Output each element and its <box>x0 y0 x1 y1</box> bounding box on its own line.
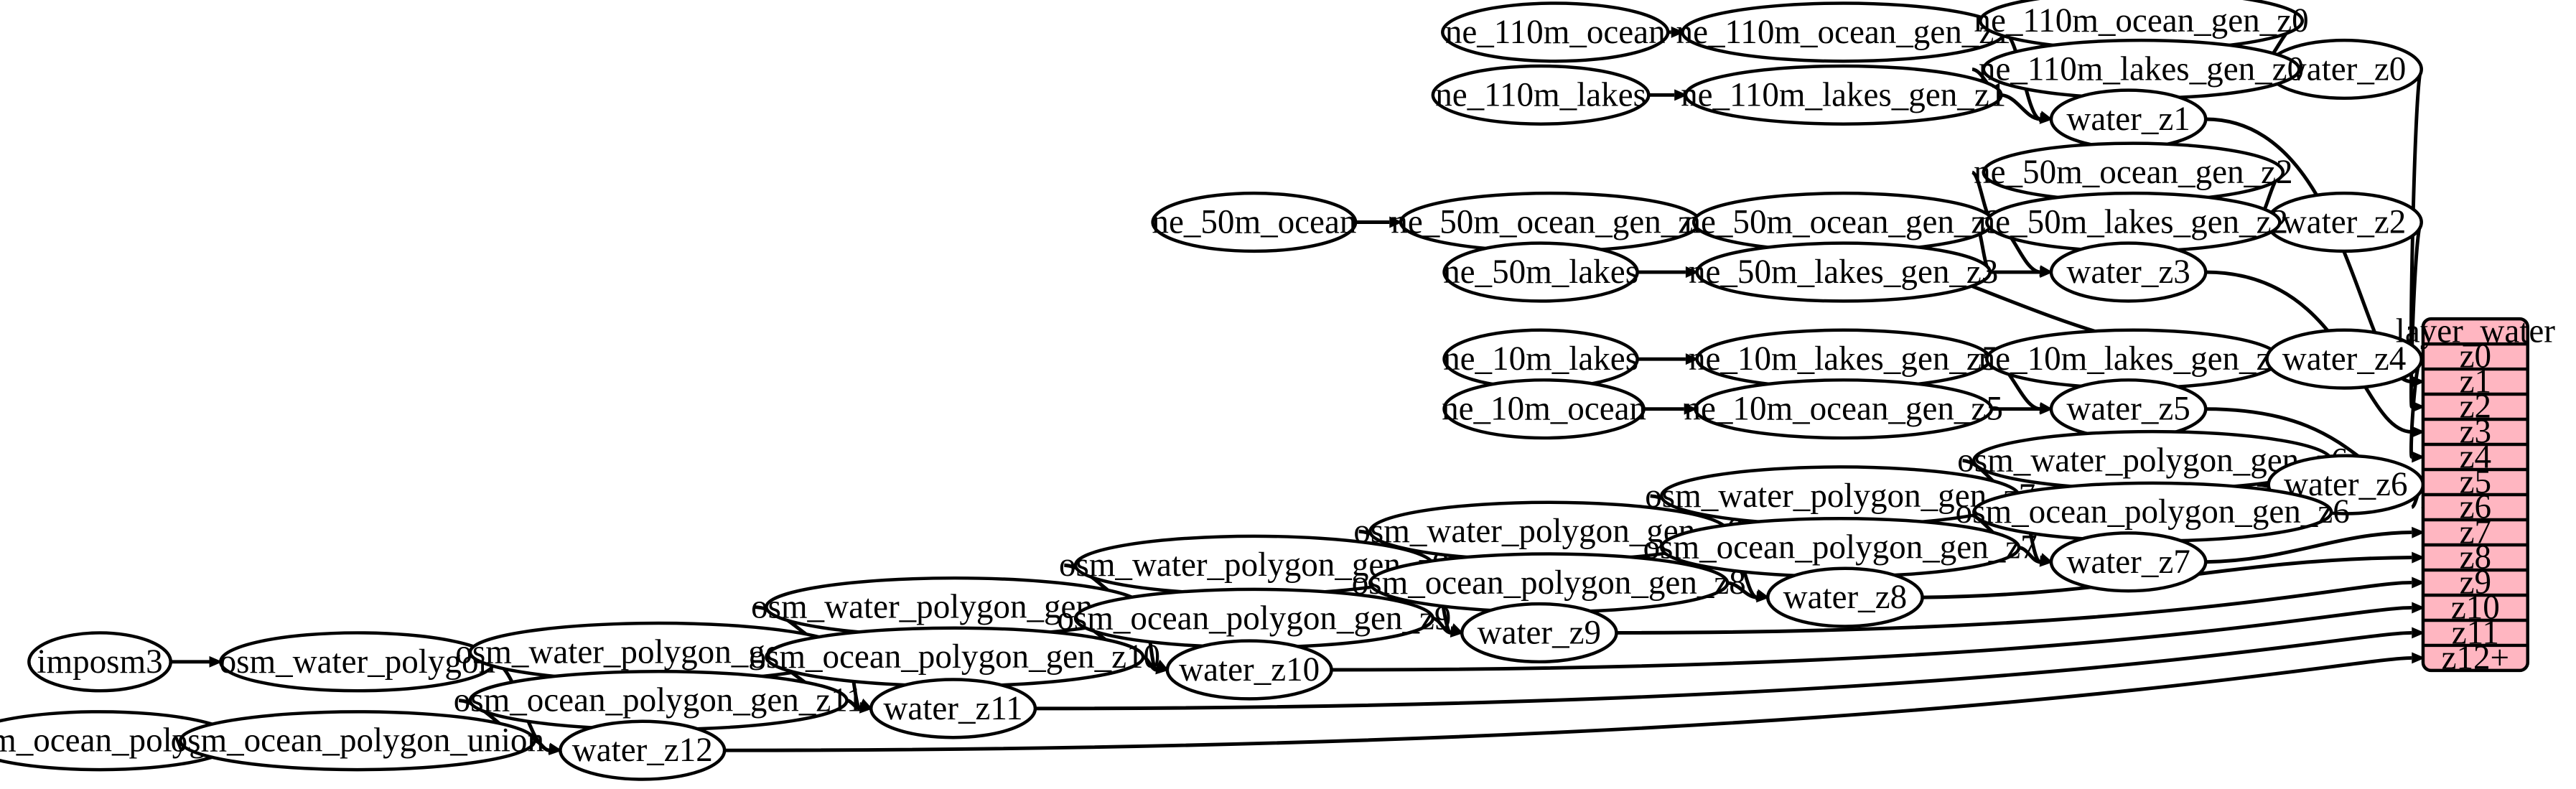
node-shape-osm_water_polygon <box>218 631 496 693</box>
arrow-icon-layer_water-z4 <box>2412 451 2425 463</box>
node-shape-ne_10m_ocean_gen_z5 <box>1694 378 1994 440</box>
node-shape-ne_110m_ocean_gen_z1 <box>1681 1 2007 63</box>
edge-water_z12-to-layer_water-z12 <box>724 655 2412 752</box>
node-shape-water_z5 <box>2049 378 2208 440</box>
arrow-icon-osm_water_polygon <box>209 655 223 668</box>
node-shape-water_z2 <box>2265 191 2423 253</box>
graph-node-osm_water_polygon[interactable]: osm_water_polygon <box>218 631 496 693</box>
arrow-icon-water_z11 <box>859 701 874 714</box>
node-shape-water_z9 <box>1460 602 1618 664</box>
graph-node-imposm3[interactable]: imposm3 <box>27 631 172 693</box>
node-shape-water_z3 <box>2049 241 2208 303</box>
arrow-icon-ne_10m_lakes_gen_z5 <box>1685 353 1699 365</box>
arrow-icon-layer_water-z10 <box>2412 602 2425 614</box>
edge-osm_ocean_polygon_union-to-water_z12 <box>533 739 550 752</box>
graph-node-ne_10m_ocean_gen_z5[interactable]: ne_10m_ocean_gen_z5 <box>1684 378 2003 440</box>
arrow-icon-ne_50m_lakes_gen_z3 <box>1685 266 1699 279</box>
node-shape-ne_110m_lakes_gen_z1 <box>1684 64 2003 126</box>
node-shape-ne_110m_ocean <box>1441 1 1670 63</box>
graph-node-water_z8[interactable]: water_z8 <box>1766 566 1924 628</box>
graph-node-ne_50m_ocean[interactable]: ne_50m_ocean <box>1151 191 1358 253</box>
node-shape-osm_ocean_polygon_gen_z6 <box>1972 481 2333 543</box>
node-shape-water_z4 <box>2265 328 2423 390</box>
graph-node-osm_ocean_polygon_gen_z10[interactable]: osm_ocean_polygon_gen_z10 <box>749 626 1160 688</box>
arrow-icon-layer_water-z12 <box>2412 652 2425 664</box>
graph-node-water_z12[interactable]: water_z12 <box>559 719 727 781</box>
graph-node-water_z10[interactable]: water_z10 <box>1165 639 1333 701</box>
edge-osm_ocean_polygon_gen_z9-to-water_z9 <box>1432 616 1452 635</box>
node-shape-ne_10m_ocean <box>1442 378 1646 440</box>
node-shape-osm_ocean_polygon_gen_z9 <box>1073 587 1435 649</box>
node-shape-osm_water_polygon_gen_z7 <box>1660 465 2021 527</box>
node-shape-ne_50m_ocean <box>1151 191 1358 253</box>
graph-node-water_z2[interactable]: water_z2 <box>2265 191 2423 253</box>
arrow-icon-water_z1 <box>2039 112 2053 124</box>
arrow-icon-water_z3 <box>2040 266 2053 279</box>
graph-node-water_z5[interactable]: water_z5 <box>2049 378 2208 440</box>
graph-node-ne_110m_lakes_gen_z1[interactable]: ne_110m_lakes_gen_z1 <box>1681 64 2006 126</box>
node-shape-water_z1 <box>2049 88 2208 150</box>
arrow-icon-layer_water-z7 <box>2412 526 2425 538</box>
node-shape-ne_110m_lakes <box>1431 64 1651 126</box>
edge-water_z10-to-layer_water-z10 <box>1331 605 2412 672</box>
node-shape-ne_50m_lakes_gen_z3 <box>1695 241 1992 303</box>
graph-node-osm_ocean_polygon_union[interactable]: osm_ocean_polygon_union <box>171 710 544 772</box>
arrow-icon-ne_110m_lakes_gen_z1 <box>1674 89 1688 101</box>
graph-node-ne_50m_lakes[interactable]: ne_50m_lakes <box>1442 241 1639 303</box>
edge-osm_ocean_polygon_gen_z7-to-water_z7 <box>2018 546 2040 564</box>
node-shape-imposm3 <box>27 631 172 693</box>
arrow-icon-layer_water-z11 <box>2412 627 2425 639</box>
arrow-icon-ne_110m_ocean_gen_z1 <box>1671 26 1685 38</box>
node-shape-water_z11 <box>869 678 1037 739</box>
edge-water_z7-to-layer_water-z7 <box>2206 531 2412 564</box>
node-shape-water_z12 <box>559 719 727 781</box>
arrow-icon-water_z7 <box>2039 555 2053 567</box>
node-shape-water_z7 <box>2049 531 2208 593</box>
graph-node-ne_10m_ocean[interactable]: ne_10m_ocean <box>1442 378 1646 440</box>
arrow-icon-ne_10m_ocean_gen_z5 <box>1684 403 1698 415</box>
graph-node-water_z11[interactable]: water_z11 <box>869 678 1037 739</box>
arrow-icon-layer_water-z8 <box>2412 551 2425 564</box>
arrow-icon-water_z9 <box>1450 626 1465 638</box>
arrow-icon-water_z8 <box>1756 591 1770 603</box>
node-shape-ne_50m_lakes <box>1442 241 1639 303</box>
edge-osm_ocean_polygon_gen_z8-to-water_z8 <box>1727 581 1757 599</box>
graph-node-water_z9[interactable]: water_z9 <box>1460 602 1618 664</box>
arrow-icon-water_z5 <box>2040 403 2053 415</box>
edge-ne_110m_lakes_gen_z1-to-water_z1 <box>2000 93 2040 121</box>
graph-node-water_z1[interactable]: water_z1 <box>2049 88 2208 150</box>
graph-node-ne_110m_ocean[interactable]: ne_110m_ocean <box>1441 1 1670 63</box>
arrow-icon-layer_water-z9 <box>2412 576 2425 589</box>
graph-node-ne_110m_lakes[interactable]: ne_110m_lakes <box>1431 64 1651 126</box>
graph-node-water_z7[interactable]: water_z7 <box>2049 531 2208 593</box>
edge-water_z9-to-layer_water-z9 <box>1616 580 2412 635</box>
graph-node-water_z4[interactable]: water_z4 <box>2265 328 2423 390</box>
arrow-icon-water_z12 <box>549 744 563 756</box>
graph-node-ne_110m_ocean_gen_z1[interactable]: ne_110m_ocean_gen_z1 <box>1676 1 2011 63</box>
arrow-icon-ne_50m_ocean_gen_z4 <box>1389 216 1403 228</box>
node-shape-water_z10 <box>1165 639 1333 701</box>
edge-water_z11-to-layer_water-z11 <box>1035 630 2412 711</box>
node-shape-osm_ocean_polygon_union <box>178 710 536 772</box>
graph-node-ne_50m_lakes_gen_z3[interactable]: ne_50m_lakes_gen_z3 <box>1689 241 1998 303</box>
arrow-icon-water_z10 <box>1155 663 1170 675</box>
node-shape-osm_ocean_polygon_gen_z10 <box>765 626 1145 688</box>
node-shape-water_z8 <box>1766 566 1924 628</box>
graph-node-water_z3[interactable]: water_z3 <box>2049 241 2208 303</box>
